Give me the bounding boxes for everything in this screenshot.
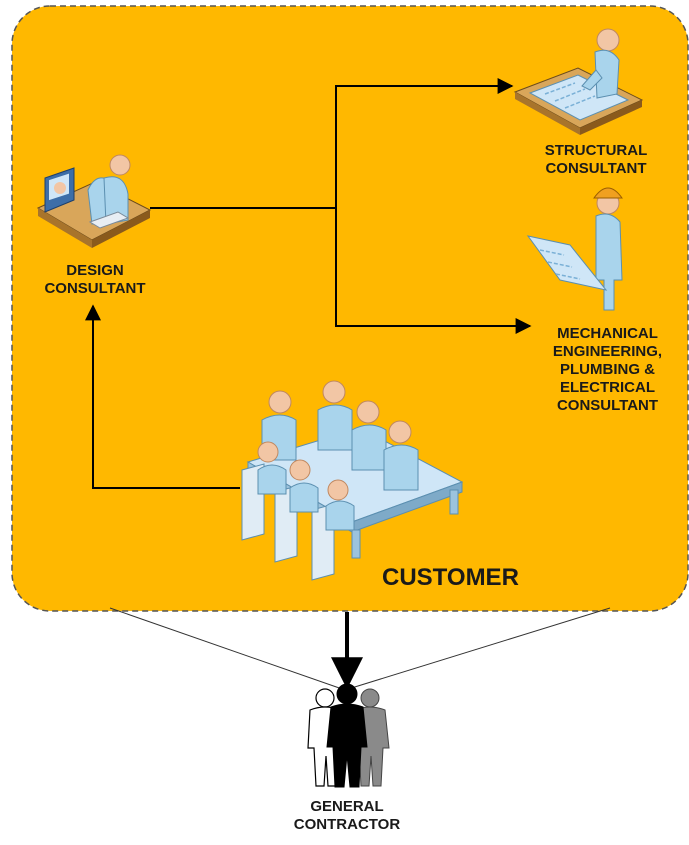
structural-label-line1: STRUCTURAL <box>544 142 648 159</box>
mep-label-line3: PLUMBING & <box>560 361 655 378</box>
mep-label-line1: MECHANICAL <box>557 325 658 342</box>
connectors <box>85 78 532 690</box>
structural-consultant-label: STRUCTURAL CONSULTANT <box>516 142 676 178</box>
structural-label-line2: CONSULTANT <box>545 160 647 177</box>
general-contractor-icon <box>307 683 390 788</box>
customer-boundary <box>11 5 689 612</box>
mep-consultant-icon <box>526 187 623 311</box>
customer-meeting-icon <box>241 380 464 581</box>
boundary-line-right <box>344 607 611 691</box>
contractor-label-line1: GENERAL <box>310 798 384 815</box>
structural-consultant-icon <box>513 28 644 135</box>
boundary-line-left <box>109 607 346 691</box>
design-consultant-icon <box>36 154 152 248</box>
connector-customer-to-design <box>85 304 240 489</box>
connector-branch-to-mep <box>335 208 532 334</box>
general-contractor-label: GENERAL CONTRACTOR <box>262 798 432 834</box>
customer-label: CUSTOMER <box>382 564 519 591</box>
connector-design-to-branch <box>150 78 514 209</box>
design-consultant-label: DESIGN CONSULTANT <box>20 262 170 298</box>
mep-consultant-label: MECHANICAL ENGINEERING, PLUMBING & ELECT… <box>530 325 685 415</box>
design-label-line1: DESIGN <box>66 262 124 279</box>
mep-label-line2: ENGINEERING, <box>552 343 663 360</box>
mep-label-line4: ELECTRICAL <box>560 379 655 396</box>
design-label-line2: CONSULTANT <box>44 280 146 297</box>
contractor-label-line2: CONTRACTOR <box>293 816 401 833</box>
mep-label-line5: CONSULTANT <box>556 397 659 414</box>
